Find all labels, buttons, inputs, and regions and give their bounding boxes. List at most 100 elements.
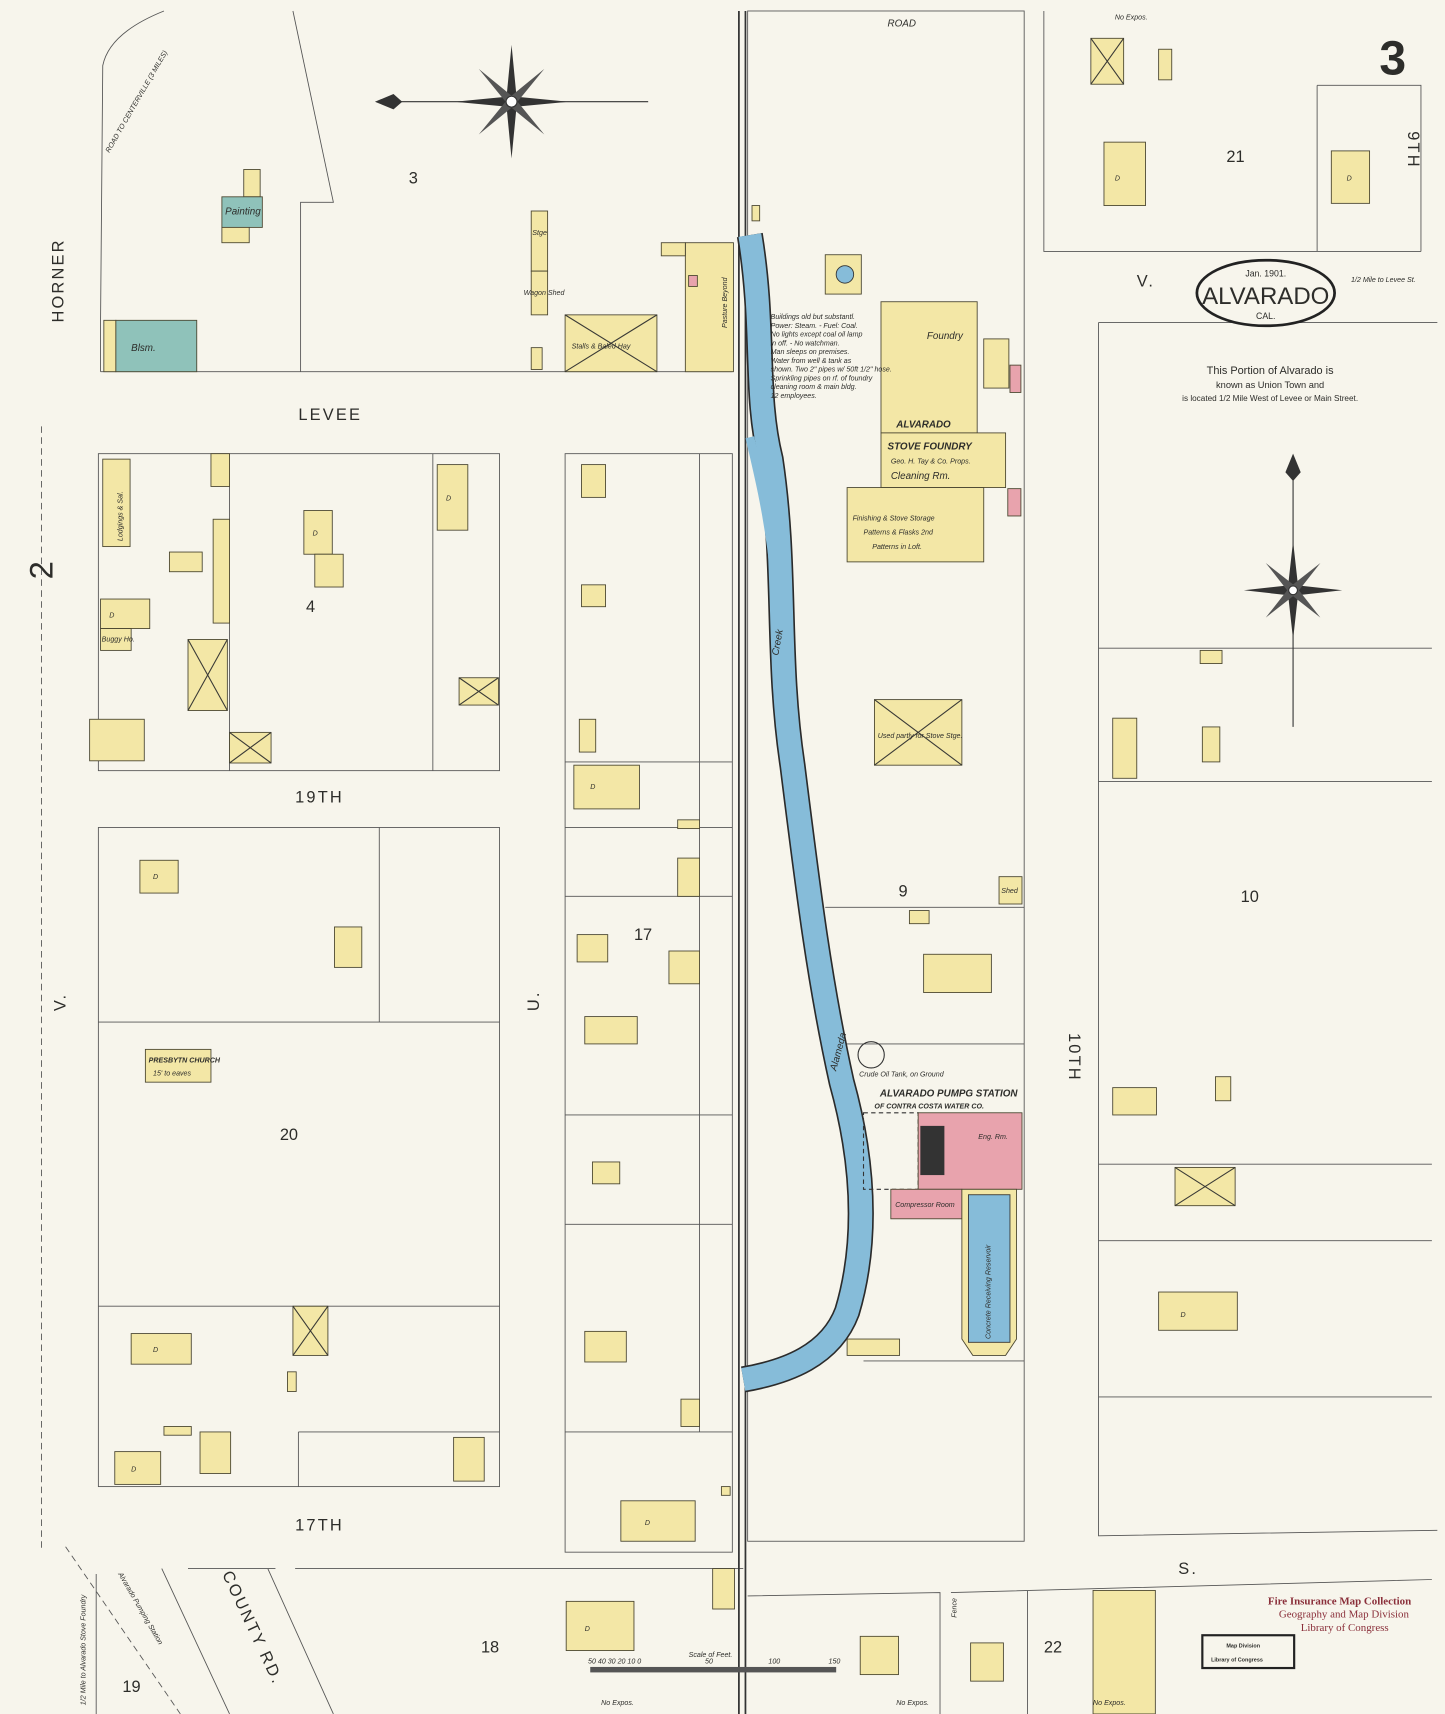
svg-text:Patterns in Loft.: Patterns in Loft. (872, 543, 922, 551)
street-9th: 9TH (1404, 131, 1422, 169)
svg-text:Man sleeps on premises.: Man sleeps on premises. (771, 348, 850, 356)
block-numbers: 3 4 20 17 9 21 10 19 18 22 3 2 (22, 31, 1406, 1696)
svg-text:40: 40 (598, 1658, 606, 1666)
stove-foundry-complex: Foundry ALVARADO STOVE FOUNDRY Geo. H. T… (824, 254, 1023, 993)
svg-text:D: D (1115, 174, 1120, 182)
svg-text:D: D (153, 873, 158, 881)
svg-text:No Expos.: No Expos. (896, 1699, 929, 1707)
street-labels: HORNER LEVEE 19TH 17TH V. U. 10TH V. S. … (49, 18, 1421, 1687)
svg-text:Eng. Rm.: Eng. Rm. (978, 1133, 1008, 1141)
street-17th: 17TH (295, 1516, 344, 1534)
svg-text:Lodgings & Sal.: Lodgings & Sal. (116, 491, 124, 541)
svg-text:D: D (1347, 174, 1352, 182)
union-town-description: This Portion of Alvarado is known as Uni… (1182, 365, 1358, 403)
svg-text:This Portion of Alvarado is: This Portion of Alvarado is (1207, 365, 1334, 377)
svg-text:Shed: Shed (1001, 887, 1019, 895)
svg-text:Stalls & Baled Hay: Stalls & Baled Hay (572, 343, 631, 351)
svg-text:20: 20 (617, 1658, 626, 1666)
svg-text:12 employees.: 12 employees. (771, 392, 817, 400)
svg-text:D: D (313, 530, 318, 538)
svg-text:30: 30 (608, 1658, 616, 1666)
block-number: 19 (122, 1678, 140, 1696)
svg-text:ALVARADO PUMPG STATION: ALVARADO PUMPG STATION (879, 1088, 1018, 1099)
svg-text:Foundry: Foundry (927, 331, 964, 342)
buildings-block-17: D D (573, 464, 731, 1542)
painting-building (221, 196, 263, 228)
alameda-creek: Creek Alameda (736, 232, 874, 1393)
svg-text:150: 150 (829, 1658, 841, 1666)
svg-text:Map Division: Map Division (1226, 1643, 1260, 1649)
street-v-left: V. (52, 993, 70, 1011)
svg-text:shown. Two 2" pipes w/ 50ft 1/: shown. Two 2" pipes w/ 50ft 1/2" hose. (771, 366, 892, 374)
street-horner: HORNER (49, 238, 67, 322)
street-10th: 10TH (1065, 1033, 1083, 1082)
sheet-number: 3 (1379, 31, 1406, 85)
svg-text:D: D (131, 1465, 136, 1473)
svg-text:known as Union Town and: known as Union Town and (1216, 380, 1324, 390)
block-outlines (41, 10, 1438, 1714)
svg-text:Wagon Shed: Wagon Shed (524, 289, 566, 297)
svg-text:Patterns & Flasks 2nd: Patterns & Flasks 2nd (864, 529, 934, 537)
scale-bar: Scale of Feet. 50 40 30 20 10 0 50 100 1… (588, 1651, 841, 1673)
block-number: 10 (1241, 888, 1259, 906)
block-number: 3 (409, 170, 418, 188)
svg-text:Water from well & tank as: Water from well & tank as (771, 357, 852, 365)
block-number: 9 (898, 882, 907, 900)
svg-text:0: 0 (637, 1658, 641, 1666)
compass-rose-icon (1243, 453, 1343, 727)
street-road: ROAD (888, 18, 916, 29)
street-levee: LEVEE (298, 406, 362, 424)
svg-text:Painting: Painting (225, 206, 261, 217)
block-number: 21 (1226, 148, 1244, 166)
svg-text:D: D (590, 783, 595, 791)
foundry-notes: Buildings old but substantl. Power: Stea… (771, 313, 892, 400)
svg-text:D: D (153, 1346, 158, 1354)
svg-text:Geo. H. Tay & Co. Props.: Geo. H. Tay & Co. Props. (891, 458, 971, 466)
svg-text:STOVE FOUNDRY: STOVE FOUNDRY (888, 441, 974, 452)
svg-text:No Expos.: No Expos. (601, 1699, 634, 1707)
map-date: Jan. 1901. (1245, 269, 1286, 279)
svg-text:1/2 Mile to Alvarado Stove Fou: 1/2 Mile to Alvarado Stove Foundry (79, 1594, 87, 1705)
block-number: 22 (1044, 1639, 1062, 1657)
svg-text:D: D (109, 612, 114, 620)
svg-text:ALVARADO: ALVARADO (895, 419, 951, 430)
state: CAL. (1256, 311, 1275, 321)
svg-text:Power: Steam. - Fuel: Coal.: Power: Steam. - Fuel: Coal. (771, 322, 858, 330)
presbyterian-church (144, 1048, 212, 1083)
compass-rose-icon (374, 44, 649, 159)
street-19th: 19TH (295, 788, 344, 806)
svg-text:No lights except coal oil lamp: No lights except coal oil lamp (771, 331, 863, 339)
svg-text:Sprinkling pipes on rf. of fou: Sprinkling pipes on rf. of foundry (771, 374, 873, 382)
svg-text:10: 10 (627, 1658, 635, 1666)
svg-text:Concrete Receiving Reservoir: Concrete Receiving Reservoir (984, 1244, 992, 1339)
svg-text:Finishing & Stove Storage: Finishing & Stove Storage (853, 514, 935, 522)
buildings-block-4: Lodgings & Sal. D Buggy Ho. D D (89, 453, 499, 764)
svg-text:OF CONTRA COSTA WATER CO.: OF CONTRA COSTA WATER CO. (874, 1102, 984, 1110)
buildings-east: D D D (1090, 37, 1371, 1331)
buildings-block-3: Painting Blsm. Stge Wagon Shed Stalls & … (103, 169, 761, 373)
svg-text:50: 50 (588, 1658, 596, 1666)
street-s: S. (1178, 1560, 1198, 1578)
adjacent-sheet-number: 2 (22, 561, 59, 579)
buildings-south: D (565, 1568, 1156, 1714)
street-county-rd: COUNTY RD. (218, 1568, 286, 1687)
svg-text:15' to eaves: 15' to eaves (153, 1070, 191, 1078)
svg-text:100: 100 (768, 1658, 780, 1666)
svg-text:50: 50 (705, 1658, 713, 1666)
block-number: 20 (280, 1126, 298, 1144)
svg-text:Compressor Room: Compressor Room (895, 1201, 955, 1209)
svg-text:Alvarado Pumping Station: Alvarado Pumping Station (116, 1570, 164, 1646)
block-number: 17 (634, 926, 652, 944)
svg-text:Geography and Map Division: Geography and Map Division (1279, 1609, 1410, 1621)
road-to-centerville: ROAD TO CENTERVILLE (3 MILES) (104, 49, 169, 154)
street-v-right: V. (1137, 272, 1155, 290)
svg-text:Stge: Stge (532, 229, 547, 237)
svg-text:No Expos.: No Expos. (1115, 14, 1148, 22)
svg-text:D: D (1180, 1311, 1185, 1319)
svg-text:Crude Oil Tank, on Ground: Crude Oil Tank, on Ground (859, 1071, 945, 1079)
town-name: ALVARADO (1202, 283, 1329, 310)
svg-text:in off. - No watchman.: in off. - No watchman. (771, 339, 840, 347)
creek-label-creek: Creek (770, 628, 786, 657)
svg-text:cleaning room & main bldg.: cleaning room & main bldg. (771, 383, 857, 391)
